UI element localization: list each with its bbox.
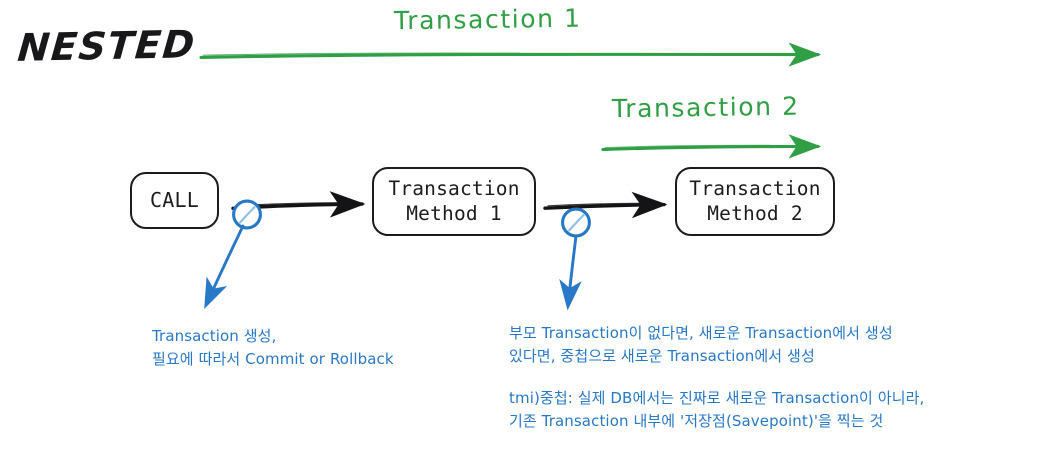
transaction-1-span-arrow [199,42,822,67]
node-transaction-method-2[interactable]: Transaction Method 2 [675,167,835,236]
diagram-title: NESTED [15,22,198,70]
annotation-note-left: Transaction 생성, 필요에 따라서 Commit or Rollba… [152,327,394,369]
node-transaction-method-1[interactable]: Transaction Method 1 [372,167,536,236]
transaction-2-span-arrow [601,134,822,159]
transaction-2-label: Transaction 2 [611,91,800,124]
transaction-boundary-marker-2[interactable] [559,207,591,311]
transaction-boundary-marker-1[interactable] [204,199,262,309]
node-call[interactable]: CALL [130,172,219,229]
flow-arrow-method-1-to-method-2 [543,191,668,219]
annotation-note-tmi: tmi)중첩: 실제 DB에서는 진짜로 새로운 Transaction이 아니… [509,389,925,431]
annotation-note-right: 부모 Transaction이 없다면, 새로운 Transaction에서 생… [509,324,893,366]
transaction-1-label: Transaction 1 [393,3,582,36]
